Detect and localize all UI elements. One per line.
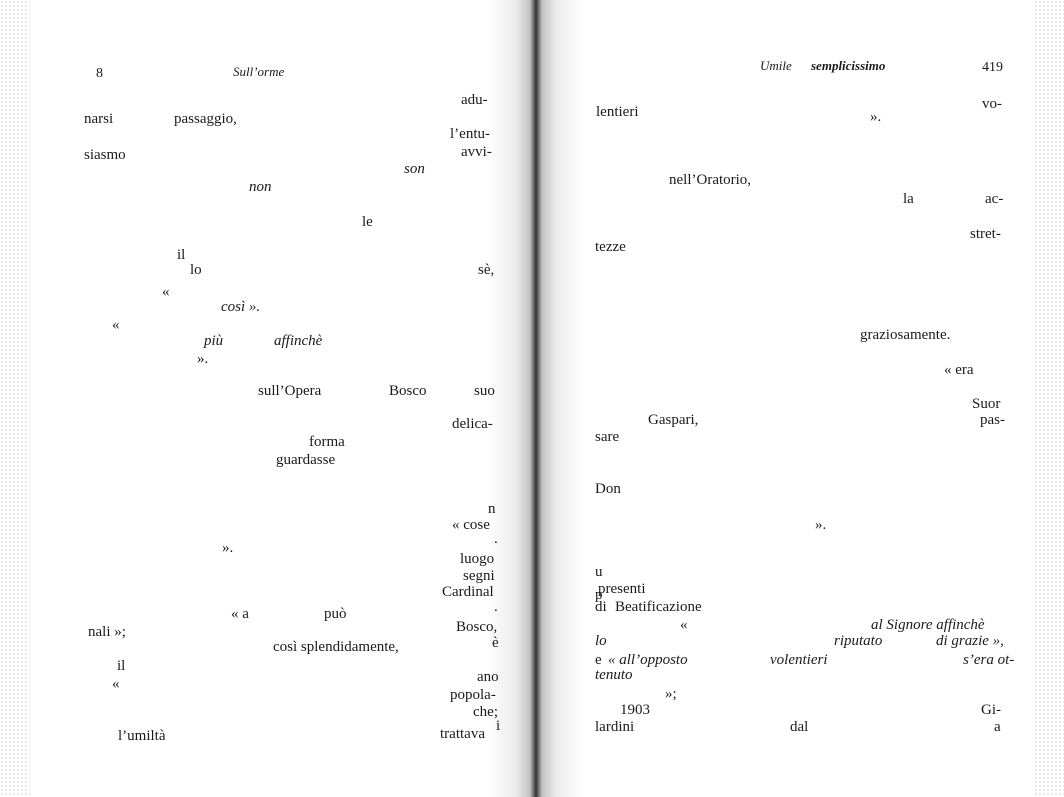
left-word: sull’Opera <box>258 383 322 399</box>
right-word: volentieri <box>770 652 828 668</box>
right-word: « <box>680 617 688 633</box>
left-word: ano <box>477 669 499 685</box>
left-word: n <box>488 501 496 517</box>
left-word: affinchè <box>274 333 323 349</box>
right-word: la <box>903 191 914 207</box>
left-word: guardasse <box>276 452 336 468</box>
right-word: pas- <box>980 412 1005 428</box>
left-word: narsi <box>84 111 114 127</box>
right-word: sare <box>595 429 620 445</box>
left-word: così ». <box>221 299 261 315</box>
left-word: i <box>496 718 501 734</box>
left-word: così splendidamente, <box>273 639 399 655</box>
right-word: al Signore affinchè <box>871 617 985 633</box>
right-word: Don <box>595 481 621 497</box>
right-word: lardini <box>595 719 635 735</box>
left-word: delica- <box>452 416 493 432</box>
right-running-head-b: semplicissimo <box>811 58 886 73</box>
right-word: graziosamente. <box>860 327 951 343</box>
right-word: « era <box>944 362 974 378</box>
left-word: luogo <box>460 551 495 567</box>
left-word: il <box>177 247 186 263</box>
left-word: Cardinal <box>442 584 494 600</box>
right-word: dal <box>790 719 809 735</box>
left-word: « <box>162 284 170 300</box>
right-word: ac- <box>985 191 1004 207</box>
left-word: sè, <box>478 262 495 278</box>
left-word: ». <box>222 540 234 556</box>
left-word: . <box>494 599 498 615</box>
right-word: tezze <box>595 239 626 255</box>
left-word: che; <box>473 704 498 720</box>
left-word: non <box>249 179 272 195</box>
left-word: « <box>112 317 120 333</box>
right-word: Beatificazione <box>615 599 702 615</box>
right-word: nell’Oratorio, <box>669 172 752 188</box>
left-word: suo <box>474 383 495 399</box>
right-word: « all’opposto <box>608 652 688 668</box>
right-word: a <box>994 719 1001 735</box>
right-word: di grazie », <box>936 633 1004 649</box>
left-word: forma <box>309 434 345 450</box>
right-word: ». <box>870 109 882 125</box>
scan-edge-right <box>1034 0 1064 797</box>
left-word: avvi- <box>461 144 492 160</box>
right-word: lentieri <box>596 104 639 120</box>
left-word: nali »; <box>88 624 126 640</box>
left-page-number: 8 <box>96 66 103 81</box>
left-word: più <box>204 333 224 349</box>
left-word: può <box>324 606 347 622</box>
left-word: « cose <box>452 517 490 533</box>
right-word: p <box>595 587 603 603</box>
right-word: di <box>595 599 607 615</box>
book-gutter <box>486 0 586 797</box>
left-word: « <box>112 676 120 692</box>
right-page-number: 419 <box>982 60 1003 75</box>
right-word: s’era ot- <box>963 652 1015 668</box>
left-word: segni <box>463 568 495 584</box>
right-word: lo <box>595 633 607 649</box>
left-word: siasmo <box>84 147 126 163</box>
right-word: e <box>595 652 602 668</box>
right-page: Umile semplicissimo 419 vo-lentieri ». nel… <box>540 0 1064 797</box>
left-word: Bosco, <box>456 619 498 635</box>
left-word: le <box>362 214 373 230</box>
right-word: Gaspari, <box>648 412 699 428</box>
left-word: passaggio, <box>174 111 237 127</box>
right-word: 1903 <box>620 702 650 718</box>
left-word: l’entu- <box>450 126 490 142</box>
left-word: lo <box>190 262 202 278</box>
right-word: stret- <box>970 226 1001 242</box>
left-word: ». <box>197 351 209 367</box>
left-word: l’umiltà <box>118 728 166 744</box>
right-word: presenti <box>598 581 646 597</box>
left-word: « a <box>231 606 249 622</box>
right-running-head-a: Umile <box>760 58 792 73</box>
scan-edge-left <box>0 0 30 797</box>
left-word: il <box>117 658 126 674</box>
right-word: »; <box>665 686 677 702</box>
left-word: è <box>492 635 499 651</box>
left-running-head: Sull’orme <box>233 64 285 79</box>
left-word: Bosco <box>389 383 427 399</box>
right-word: tenuto <box>595 667 633 683</box>
right-word: u <box>595 564 603 580</box>
left-word: popola- <box>450 687 496 703</box>
left-word: son <box>404 161 425 177</box>
left-word: . <box>494 531 498 547</box>
left-word: adu- <box>461 92 488 108</box>
right-word: ». <box>815 517 827 533</box>
left-page: 8 Sull’orme adu-narsi passaggio, l’entu-av… <box>0 0 520 797</box>
left-word: trattava <box>440 726 485 742</box>
right-word: riputato <box>834 633 883 649</box>
right-word: vo- <box>982 96 1002 112</box>
right-word: Suor <box>972 396 1001 412</box>
right-word: Gi- <box>981 702 1001 718</box>
